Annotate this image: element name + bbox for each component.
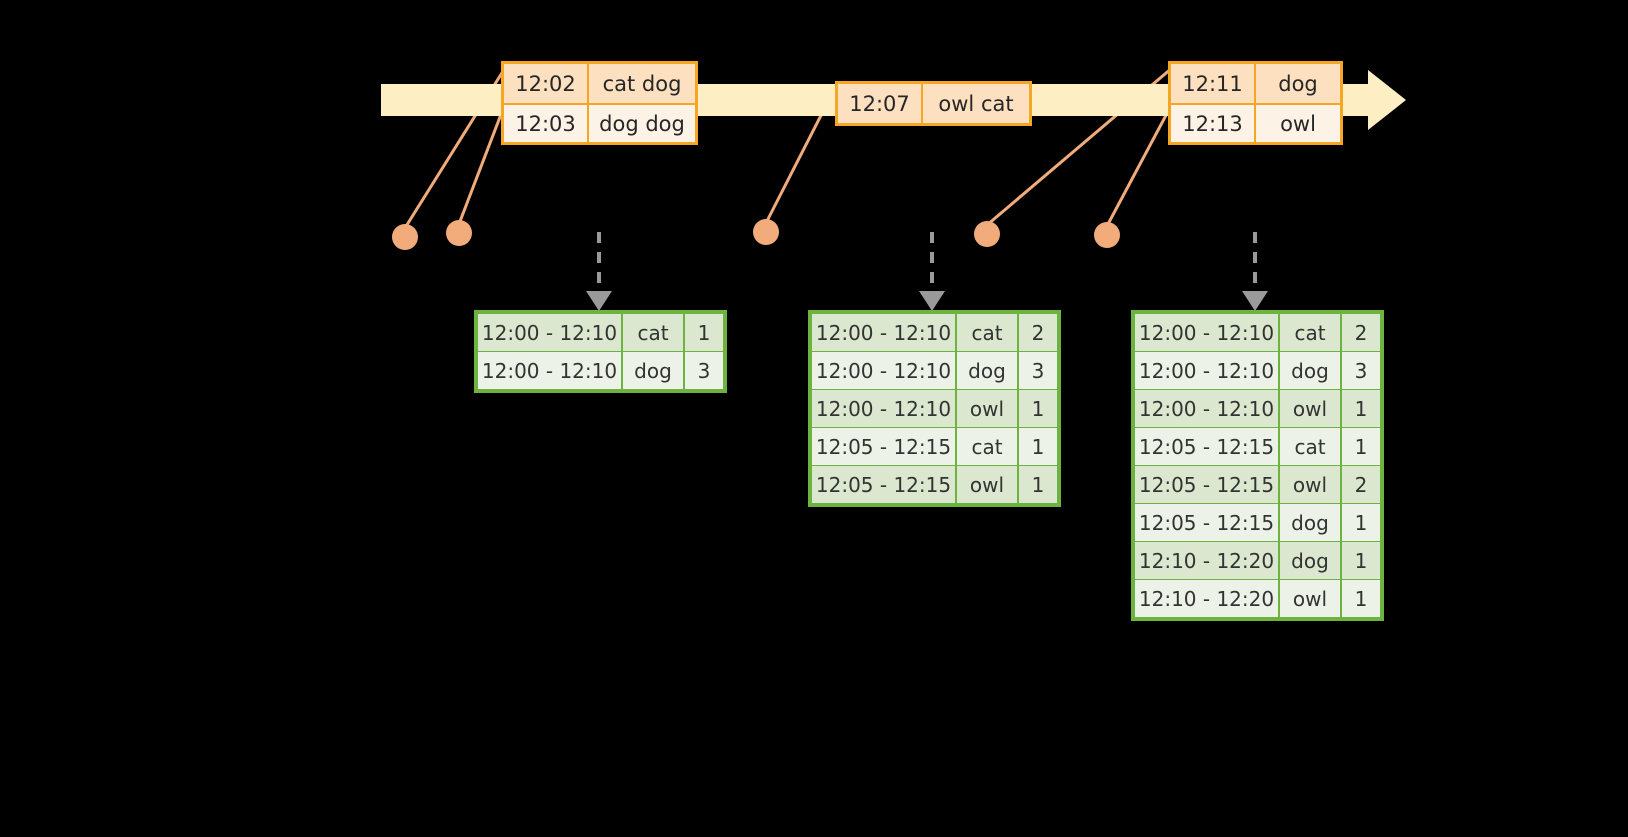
result-word-cell: dog	[1280, 352, 1340, 389]
result-count-cell: 2	[1342, 314, 1380, 351]
result-word-cell: owl	[957, 390, 1017, 427]
result-count-cell: 1	[685, 314, 723, 351]
result-count-cell: 1	[1342, 580, 1380, 617]
result-count-cell: 1	[1019, 428, 1057, 465]
event-words: owl cat	[921, 84, 1029, 123]
result-count-cell: 3	[1342, 352, 1380, 389]
result-count-cell: 1	[1019, 390, 1057, 427]
timeline-event-row[interactable]: 12:07 owl cat	[838, 84, 1029, 123]
result-count-cell: 2	[1019, 314, 1057, 351]
result-window-cell: 12:00 - 12:10	[478, 352, 621, 389]
emit-arrow-group	[597, 232, 1257, 292]
result-window-cell: 12:00 - 12:10	[812, 314, 955, 351]
result-window-cell: 12:10 - 12:20	[1135, 542, 1278, 579]
result-count-cell: 3	[1019, 352, 1057, 389]
event-words: owl	[1254, 105, 1340, 142]
result-word-cell: cat	[957, 428, 1017, 465]
result-count-cell: 1	[1342, 390, 1380, 427]
result-word-cell: cat	[957, 314, 1017, 351]
result-window-cell: 12:05 - 12:15	[1135, 466, 1278, 503]
result-window-cell: 12:00 - 12:10	[478, 314, 621, 351]
result-window-cell: 12:05 - 12:15	[1135, 504, 1278, 541]
event-words: cat dog	[587, 64, 695, 103]
connector-dot	[446, 220, 472, 246]
result-word-cell: cat	[623, 314, 683, 351]
result-count-cell: 1	[1342, 542, 1380, 579]
result-word-cell: owl	[1280, 390, 1340, 427]
timeline-event-row[interactable]: 12:11 dog	[1171, 64, 1340, 103]
emit-arrow-head-2	[919, 291, 945, 311]
result-count-cell: 1	[1342, 504, 1380, 541]
emit-arrow-heads	[586, 291, 1268, 311]
connector-dot	[392, 224, 418, 250]
connector-line-1213	[1105, 103, 1174, 227]
timeline-event-group[interactable]: 12:11 dog 12:13 owl	[1168, 61, 1343, 145]
result-word-cell: cat	[1280, 314, 1340, 351]
timeline-arrowhead-icon	[1368, 70, 1406, 130]
result-count-cell: 1	[1019, 466, 1057, 503]
event-timestamp: 12:07	[838, 84, 921, 123]
timeline-event-row[interactable]: 12:02 cat dog	[504, 64, 695, 103]
event-words: dog	[1254, 64, 1340, 103]
emit-arrow-head-3	[1242, 291, 1268, 311]
timeline-event-group[interactable]: 12:07 owl cat	[835, 81, 1032, 126]
emit-arrow-head-1	[586, 291, 612, 311]
result-word-cell: dog	[1280, 504, 1340, 541]
result-word-cell: dog	[957, 352, 1017, 389]
result-word-cell: owl	[1280, 466, 1340, 503]
result-window-cell: 12:00 - 12:10	[1135, 352, 1278, 389]
timeline-event-row[interactable]: 12:03 dog dog	[504, 103, 695, 142]
event-timestamp: 12:11	[1171, 64, 1254, 103]
result-window-cell: 12:00 - 12:10	[812, 390, 955, 427]
result-word-cell: owl	[1280, 580, 1340, 617]
result-window-cell: 12:10 - 12:20	[1135, 580, 1278, 617]
event-timestamp: 12:02	[504, 64, 587, 103]
result-window-cell: 12:00 - 12:10	[1135, 314, 1278, 351]
timeline-event-row[interactable]: 12:13 owl	[1171, 103, 1340, 142]
event-timestamp: 12:03	[504, 105, 587, 142]
result-window-cell: 12:05 - 12:15	[812, 428, 955, 465]
result-window-cell: 12:05 - 12:15	[812, 466, 955, 503]
connector-dot	[753, 219, 779, 245]
result-count-cell: 1	[1342, 428, 1380, 465]
event-words: dog dog	[587, 105, 695, 142]
result-window-cell: 12:00 - 12:10	[1135, 390, 1278, 427]
connector-line-1203	[457, 103, 507, 225]
result-word-cell: dog	[1280, 542, 1340, 579]
result-word-cell: owl	[957, 466, 1017, 503]
connector-dot	[974, 221, 1000, 247]
result-word-cell: cat	[1280, 428, 1340, 465]
result-word-cell: dog	[623, 352, 683, 389]
result-window-cell: 12:00 - 12:10	[812, 352, 955, 389]
result-count-cell: 2	[1342, 466, 1380, 503]
result-count-cell: 3	[685, 352, 723, 389]
connector-dot	[1094, 222, 1120, 248]
result-window-cell: 12:05 - 12:15	[1135, 428, 1278, 465]
timeline-event-group[interactable]: 12:02 cat dog 12:03 dog dog	[501, 61, 698, 145]
event-timestamp: 12:13	[1171, 105, 1254, 142]
